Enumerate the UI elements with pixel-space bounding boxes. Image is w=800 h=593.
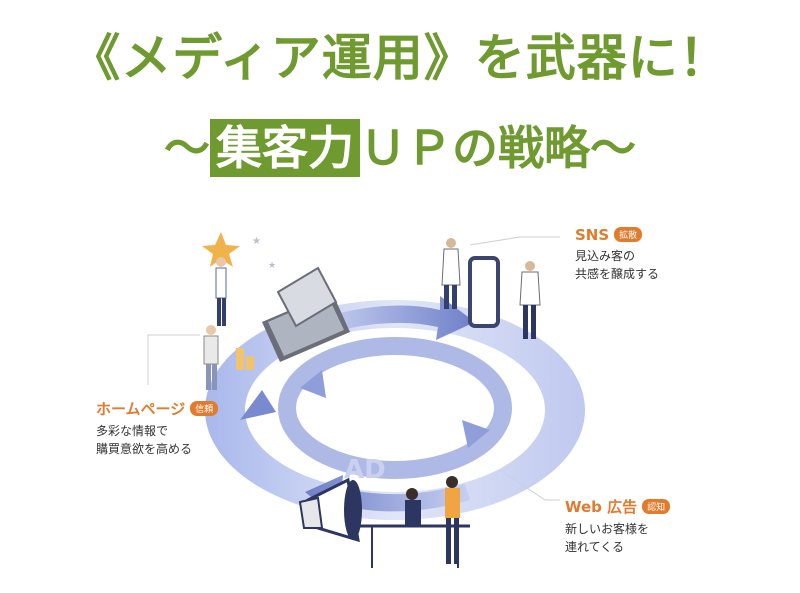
- label-homepage: ホームページ信頼 多彩な情報で 購買意欲を高める: [96, 398, 219, 458]
- inner-cycle-ring: [278, 337, 512, 479]
- web-ad-illustration: AD: [298, 455, 470, 568]
- label-sns-desc-1: 見込み客の: [575, 249, 636, 263]
- label-homepage-name: ホームページ: [96, 400, 186, 418]
- badge-homepage: 信頼: [190, 401, 219, 416]
- sns-illustration: [441, 238, 541, 339]
- badge-sns: 拡散: [614, 227, 643, 242]
- title-highlight: 集客力: [210, 119, 360, 177]
- svg-text:★: ★: [268, 261, 276, 271]
- label-web-ad-name: Web 広告: [565, 498, 638, 516]
- label-web-ad-desc-2: 連れてくる: [565, 540, 625, 554]
- label-web-ad: Web 広告認知 新しいお客様を 連れてくる: [565, 496, 671, 556]
- outer-arrow-bottom: [305, 475, 470, 520]
- label-sns-desc-2: 共感を醸成する: [575, 267, 660, 281]
- svg-text:★: ★: [252, 236, 261, 247]
- label-homepage-desc-1: 多彩な情報で: [96, 424, 169, 438]
- title-line-1: 《メディア運用》を武器に！: [70, 29, 730, 87]
- label-web-ad-desc-1: 新しいお客様を: [565, 522, 650, 536]
- outer-arrow-top: [320, 296, 475, 340]
- homepage-illustration: ★ ★: [202, 232, 350, 390]
- title-line-2-prefix: ～: [164, 121, 210, 175]
- label-sns-title: SNS 拡散: [575, 225, 659, 244]
- label-sns: SNS 拡散 見込み客の 共感を醸成する: [575, 225, 659, 283]
- label-homepage-desc-2: 購買意欲を高める: [96, 442, 193, 456]
- badge-web-ad: 認知: [642, 499, 671, 514]
- outer-arrow-left: [240, 390, 276, 420]
- title-line-2-suffix: ＵＰの戦略～: [360, 121, 636, 175]
- label-web-ad-title: Web 広告認知: [565, 496, 671, 517]
- label-homepage-title: ホームページ信頼: [96, 398, 219, 419]
- label-sns-name: SNS: [575, 226, 610, 244]
- ad-text: AD: [344, 455, 386, 485]
